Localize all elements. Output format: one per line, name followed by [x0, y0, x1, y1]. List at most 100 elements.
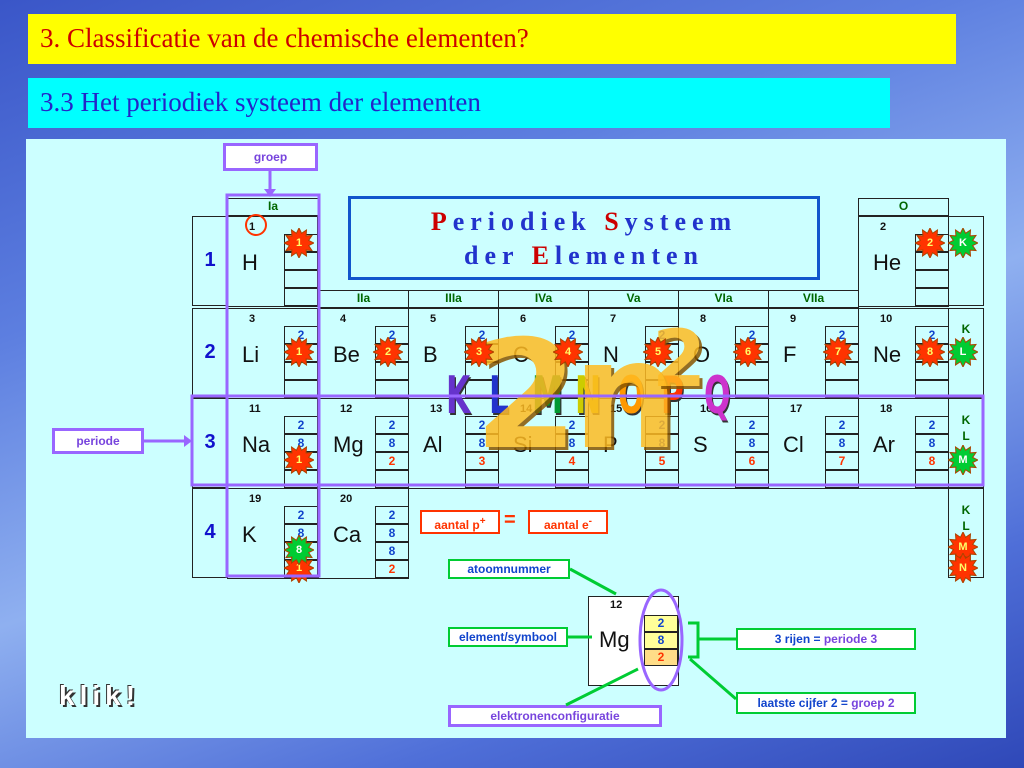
shell-box	[915, 470, 949, 488]
atomic-number: 6	[520, 313, 527, 325]
red-star-2: 2	[371, 335, 405, 369]
green-star-L: L	[946, 335, 980, 369]
shell-value: 2	[928, 418, 936, 432]
example-shell-value: 8	[657, 633, 665, 647]
shell-value: 2	[478, 328, 486, 342]
shell-value: 2	[388, 418, 396, 432]
periode-label: periode	[52, 428, 144, 454]
shell-value: 2	[568, 328, 576, 342]
aantal-e-label: aantal e-	[528, 510, 608, 534]
shell-box	[375, 542, 409, 560]
shell-value: 7	[838, 454, 846, 468]
formula-2n: 2n	[474, 309, 679, 483]
rijen-text: 3 rijen =	[774, 632, 824, 646]
element-symbol: Ar	[873, 432, 895, 457]
shell-box	[915, 270, 949, 288]
element-symbol: Na	[242, 432, 271, 457]
laatste-arrow	[689, 657, 737, 701]
atoomnummer-arrow	[569, 567, 617, 596]
atomic-number: 10	[880, 313, 893, 325]
green-star-8: 8	[282, 533, 316, 567]
atomic-number: 17	[790, 403, 803, 415]
star-shape	[913, 335, 947, 369]
group-label-iiia: IIIa	[445, 291, 462, 305]
shell-box	[284, 380, 318, 398]
equals-sign: =	[504, 509, 516, 531]
example-symbol: Mg	[599, 627, 630, 652]
element-symbol: Mg	[333, 432, 364, 457]
red-star-1: 1	[282, 335, 316, 369]
shell-side-letter: L	[962, 519, 970, 533]
banner-eriodiek: eriodiek	[452, 207, 605, 236]
klik-button[interactable]: klik!	[59, 680, 141, 711]
groep-label: groep	[223, 143, 318, 171]
element-symbol: K	[242, 522, 257, 547]
rijen-arrow	[688, 621, 736, 641]
star-shape	[371, 335, 405, 369]
banner-s: S	[604, 207, 625, 236]
star-text: L	[959, 346, 967, 358]
shell-side-letter: L	[962, 429, 970, 443]
shell-value: 8	[388, 544, 396, 558]
element-symbol: Al	[423, 432, 443, 457]
shell-value: 2	[388, 508, 396, 522]
atomic-number: 4	[340, 313, 347, 325]
shell-side-letter: K	[961, 503, 971, 517]
period-number-3: 3	[204, 431, 216, 453]
atomic-number: 11	[249, 403, 261, 415]
star-text: M	[958, 541, 968, 553]
laatste-cijfer-label: laatste cijfer 2 = groep 2	[736, 692, 916, 714]
red-star-5: 5	[641, 335, 675, 369]
group-label-iva: IVa	[534, 291, 553, 305]
red-star-4: 4	[551, 335, 585, 369]
shell-value: 6	[748, 454, 756, 468]
star-text: 1	[295, 454, 303, 466]
rijen-periode: periode 3	[823, 632, 878, 646]
atomic-number: 5	[430, 313, 437, 325]
star-text: 4	[564, 346, 572, 358]
group-label-o: O	[898, 199, 909, 213]
example-shell-value: 2	[657, 616, 665, 630]
star-text: 1	[295, 237, 303, 249]
element-symbol: He	[873, 250, 902, 275]
rijen-arrow-2	[688, 639, 700, 659]
star-text: 7	[834, 346, 842, 358]
element-symbol: Cl	[783, 432, 804, 457]
shell-box	[825, 380, 859, 398]
star-shape	[946, 335, 980, 369]
period-cell-1	[192, 216, 228, 306]
example-shell-value: 2	[657, 650, 665, 664]
shell-value: 8	[748, 436, 756, 450]
element-symbol: S	[693, 432, 708, 457]
shell-box	[915, 288, 949, 306]
banner-p: P	[430, 207, 453, 236]
star-shape	[946, 551, 980, 585]
atomic-number: 13	[430, 403, 443, 415]
red-star-6: 6	[731, 335, 765, 369]
group-label-via: VIa	[714, 291, 733, 305]
aantal-e-text: aantal e	[543, 518, 589, 532]
atomic-number: 3	[249, 313, 256, 325]
star-text: 8	[926, 346, 934, 358]
shell-value: 2	[838, 418, 846, 432]
red-star-8: 8	[913, 335, 947, 369]
shell-value: 2	[297, 418, 305, 432]
atomic-number: 2	[880, 221, 887, 233]
group-label-iia: IIa	[356, 291, 371, 305]
slide-title: 3. Classificatie van de chemische elemen…	[28, 14, 956, 64]
laatste-text: laatste cijfer 2 =	[757, 696, 852, 710]
periode-arrow-head	[184, 435, 192, 447]
red-star-1: 1	[282, 443, 316, 477]
shell-box	[284, 270, 318, 288]
atomic-number: 18	[880, 403, 893, 415]
element-symbol: F	[783, 342, 797, 367]
green-star-M: M	[946, 443, 980, 477]
shell-side-letter: K	[961, 322, 971, 336]
shell-box	[375, 380, 409, 398]
banner: Periodiek Systeem der Elementen	[348, 196, 820, 280]
period-cell-2	[192, 308, 228, 398]
period-number-1: 1	[204, 249, 216, 271]
shell-box	[375, 560, 409, 578]
element-symbol: Ne	[873, 342, 902, 367]
shell-value: 2	[838, 328, 846, 342]
